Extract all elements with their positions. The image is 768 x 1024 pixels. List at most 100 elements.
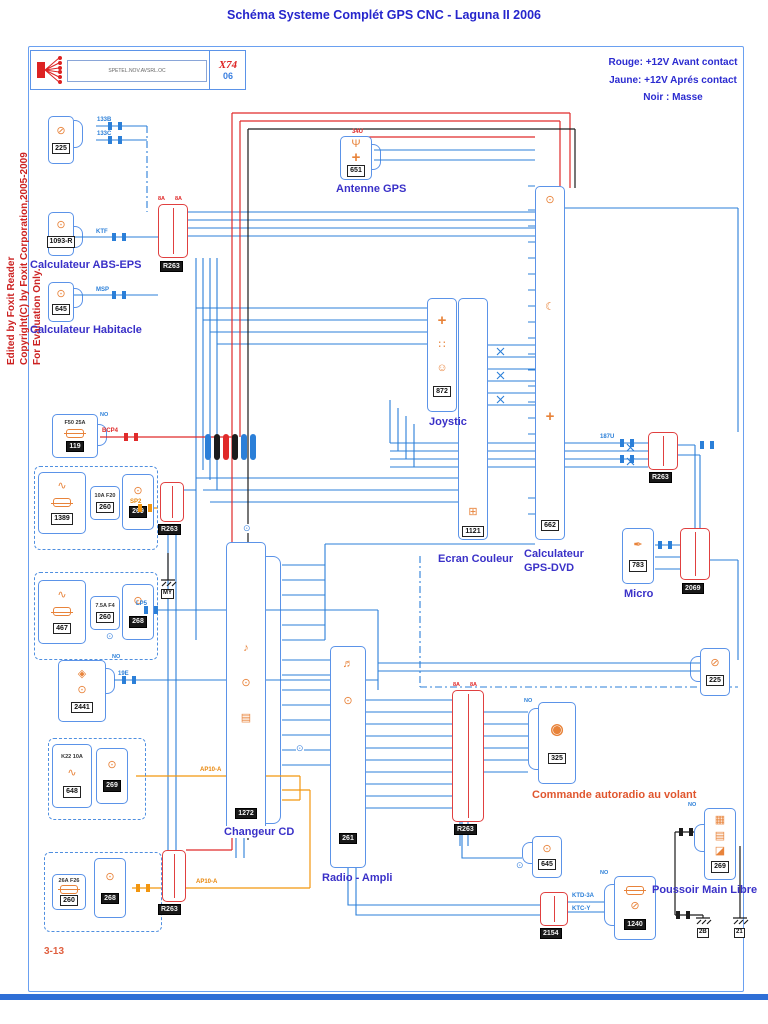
- inline-connector: [108, 136, 122, 144]
- control-unit-icon: ⊙: [105, 870, 115, 883]
- component-fuse-260c: 26A F26 260: [52, 874, 86, 910]
- speaker-icon: ⊙: [343, 695, 353, 707]
- inline-connector: [658, 541, 672, 549]
- connector-r263-bottom-left: [162, 850, 186, 902]
- control-unit-icon: ⊙: [542, 842, 552, 855]
- component-relay-467: ∿ 467: [38, 580, 86, 644]
- title-block-code-cell: X74 06: [209, 51, 246, 89]
- component-id: 225: [706, 675, 724, 687]
- component-id: 119: [66, 440, 84, 453]
- pin-label: 8A: [158, 196, 166, 202]
- component-id: 783: [629, 560, 647, 572]
- fuse-rating: 7.5A F4: [95, 602, 115, 609]
- component-gps-dvd: ⊙ ☾ + 662: [535, 186, 565, 540]
- label-changeur-cd: Changeur CD: [224, 826, 295, 838]
- inline-connector: [108, 122, 122, 130]
- relay-coil-icon: ∿: [67, 766, 77, 779]
- component-id: 651: [347, 165, 365, 177]
- connector-id: R263: [158, 904, 181, 916]
- connector-code: X74: [218, 59, 238, 71]
- harness-connector-icon: [37, 56, 62, 84]
- connector-r263-center: [452, 690, 484, 822]
- component-joystic: + ∷ ☺ 872: [427, 298, 457, 412]
- fuse-rating: 10A F20: [94, 492, 116, 499]
- component-id: 1093-R: [46, 236, 76, 248]
- component-id: 645: [538, 859, 556, 871]
- wire-label: KTD-3A: [572, 893, 594, 899]
- plus-icon: +: [437, 311, 447, 329]
- wire-label: KTF: [96, 229, 108, 235]
- wire-label: MSP: [96, 287, 110, 293]
- control-unit-icon: ⊙: [133, 595, 143, 608]
- relay-contact-icon: [51, 607, 73, 617]
- connector-id: 2154: [540, 928, 562, 940]
- control-unit-icon: ⊙: [133, 485, 143, 498]
- label-antenne-gps: Antenne GPS: [336, 183, 407, 195]
- relay-group-467: [34, 572, 158, 660]
- bulkhead-connector: [223, 434, 229, 460]
- lever-icon: ◈: [77, 667, 87, 680]
- component-id: 467: [53, 622, 71, 635]
- relay-group-1389: [34, 466, 158, 550]
- legend-noir: Noir : Masse: [643, 92, 703, 103]
- label-calculateur-habitacle: Calculateur Habitacle: [30, 324, 142, 336]
- pin-label: 8A: [470, 682, 478, 688]
- wire-label: 34U: [352, 129, 364, 135]
- label-calculateur-gps-dvd-2: GPS-DVD: [524, 562, 575, 574]
- pin-label: NO: [100, 412, 109, 418]
- wire-label: AP10-A: [196, 879, 218, 885]
- microphone-icon: ✒: [633, 539, 643, 552]
- component-269a: ⊙ 269: [122, 474, 154, 530]
- pin-bracket: [690, 656, 701, 682]
- component-abs-eps: ⊙ 1093-R: [46, 212, 76, 256]
- splice-icon: ⊙: [106, 631, 114, 641]
- pin-bracket: [528, 708, 539, 770]
- pin-label: 8A: [175, 196, 183, 202]
- button-grid-icon: ▦: [714, 814, 726, 827]
- component-268a: ⊙ 268: [122, 584, 154, 640]
- component-ecran-couleur: ⊞ 1121: [458, 298, 488, 540]
- connector-2069: [680, 528, 710, 580]
- component-poussoir-main-libre: ▦ ▤ ◪ 269: [704, 808, 736, 880]
- inline-connector: [112, 291, 126, 299]
- relay-contact-icon: [51, 498, 73, 508]
- diagram-frame: [28, 46, 744, 992]
- inline-connector: [122, 676, 136, 684]
- wire-label: 19E: [118, 671, 129, 677]
- connector-id: R263: [158, 524, 181, 536]
- component-id: 662: [541, 519, 559, 531]
- plus-icon: +: [545, 407, 555, 425]
- component-habitacle: ⊙ 645: [48, 282, 74, 322]
- label-ecran-couleur: Ecran Couleur: [438, 553, 514, 565]
- bulkhead-connector: [232, 434, 238, 460]
- relay-group-648: [48, 738, 146, 820]
- inline-connector: [620, 455, 634, 463]
- bottom-rule: [0, 994, 768, 1000]
- component-id: 1389: [51, 513, 73, 525]
- component-id: 261: [339, 833, 357, 845]
- fuse-icon: [64, 428, 86, 438]
- control-unit-icon: ⊙: [56, 219, 66, 232]
- button-icon: ▤: [714, 829, 726, 842]
- bulkhead-connector: [205, 434, 211, 460]
- component-id: 2441: [71, 701, 93, 714]
- component-id: 268: [101, 893, 119, 905]
- fuse-rating: F50 25A: [64, 419, 86, 426]
- sheet-number: 06: [222, 71, 233, 81]
- antenna-icon: Ψ: [351, 138, 361, 151]
- splice-icon: ⊙: [516, 860, 524, 870]
- component-fuse-260a: 10A F20 260: [90, 486, 120, 520]
- splice-icon: ⊙: [243, 523, 251, 533]
- component-changeur-cd: ♪ ⊙ ▤ 1272: [226, 542, 266, 838]
- pin-bracket: [604, 884, 615, 926]
- component-fuse-119: F50 25A 119: [52, 414, 98, 458]
- ground-label-2b: 2B: [697, 928, 709, 938]
- component-id: 872: [433, 385, 451, 398]
- plus-icon: +: [351, 149, 361, 167]
- steering-wheel-icon: ◉: [550, 720, 564, 738]
- legend-rouge: Rouge: +12V Avant contact: [608, 57, 738, 68]
- component-id: 260: [60, 894, 78, 907]
- music-notes-icon: ♬: [342, 658, 354, 670]
- connector-r263-right: [648, 432, 678, 470]
- resistor-icon: ⊘: [630, 900, 640, 913]
